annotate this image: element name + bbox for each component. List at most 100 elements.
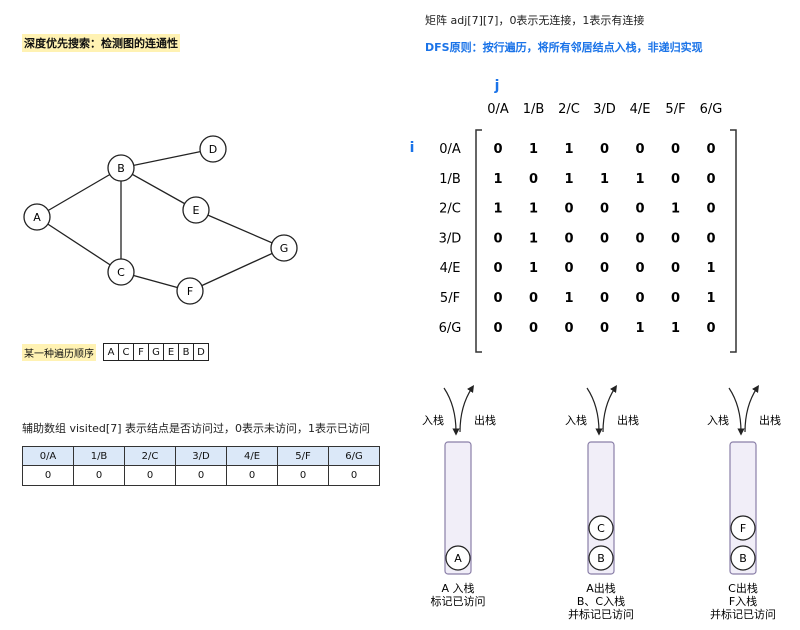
order-cell: F	[133, 343, 149, 361]
matrix-cell: 0	[493, 291, 502, 306]
pop-arrow	[459, 385, 474, 433]
visited-header-cell: 0/A	[22, 446, 74, 466]
stack-item: B	[588, 545, 614, 571]
matrix-cell: 0	[493, 321, 502, 336]
visited-header-cell: 1/B	[73, 446, 125, 466]
graph-edge-a-b	[36, 167, 122, 218]
matrix-cell: 1	[564, 142, 573, 157]
matrix-row-label: 3/D	[439, 231, 462, 246]
matrix-cell: 0	[564, 202, 573, 217]
visited-value-cell: 0	[124, 465, 176, 486]
graph-node-e: E	[182, 196, 210, 224]
graph-node-b: B	[107, 154, 135, 182]
matrix-cell: 0	[600, 321, 609, 336]
graph-node-label: F	[187, 285, 193, 298]
matrix-cell: 1	[706, 261, 715, 276]
matrix-cell: 1	[493, 202, 502, 217]
dfs-rule: DFS原则：按行遍历，将所有邻居结点入栈，非递归实现	[425, 41, 703, 54]
matrix-cell: 0	[564, 231, 573, 246]
graph-node-f: F	[176, 277, 204, 305]
matrix-col-label: 5/F	[665, 102, 685, 117]
matrix-cell: 0	[635, 231, 644, 246]
graph-node-label: C	[117, 266, 125, 279]
matrix-row-label: 1/B	[439, 172, 461, 187]
graph-edge-f-g	[189, 247, 285, 292]
graph-node-label: E	[193, 204, 200, 217]
pop-arrow	[744, 385, 759, 433]
stack-item: B	[730, 545, 756, 571]
matrix-row-label: 2/C	[439, 202, 461, 217]
pop-label: 出栈	[759, 413, 781, 427]
graph-node-c: C	[107, 258, 135, 286]
matrix-cell: 0	[529, 291, 538, 306]
matrix-cell: 0	[671, 172, 680, 187]
traversal-order-label: 某一种遍历顺序	[22, 343, 96, 361]
matrix-cell: 0	[600, 231, 609, 246]
matrix-cell: 0	[529, 321, 538, 336]
matrix-row-label: 6/G	[439, 321, 462, 336]
stack-illustrations: 入栈出栈AA 入栈标记已访问入栈出栈BCA出栈B、C入栈并标记已访问入栈出栈BF…	[422, 385, 781, 621]
push-arrow	[586, 387, 603, 436]
order-cell: A	[103, 343, 119, 361]
stack-item: C	[588, 515, 614, 541]
matrix-cell: 1	[635, 172, 644, 187]
stack-item-label: B	[739, 552, 747, 565]
matrix-cell: 1	[493, 172, 502, 187]
pop-label: 出栈	[617, 413, 639, 427]
matrix-cell: 0	[493, 261, 502, 276]
graph-edge-b-e	[120, 167, 197, 211]
matrix-cell: 0	[671, 142, 680, 157]
push-arrow	[728, 387, 745, 436]
matrix-left-bracket	[475, 129, 482, 353]
visited-header-cell: 4/E	[226, 446, 278, 466]
visited-value-cell: 0	[328, 465, 380, 486]
visited-header-cell: 2/C	[124, 446, 176, 466]
push-label: 入栈	[565, 413, 587, 427]
matrix-cell: 0	[706, 142, 715, 157]
graph-edge-a-c	[36, 216, 122, 273]
graph-node-label: A	[33, 211, 41, 224]
matrix-cell: 0	[600, 142, 609, 157]
matrix-cell: 0	[635, 291, 644, 306]
stack-item-label: B	[597, 552, 605, 565]
matrix-cell: 1	[564, 172, 573, 187]
visited-value-cell: 0	[277, 465, 329, 486]
matrix-cell: 1	[564, 291, 573, 306]
matrix-row-label: 0/A	[439, 142, 461, 157]
stack-caption: A 入栈	[441, 581, 474, 595]
stack-container	[444, 441, 472, 575]
stack-caption: 并标记已访问	[568, 607, 634, 621]
matrix-cell: 0	[671, 291, 680, 306]
graph-node-a: A	[23, 203, 51, 231]
matrix-col-label: 3/D	[593, 102, 616, 117]
stack-item-label: F	[740, 522, 746, 535]
matrix-cell: 1	[671, 321, 680, 336]
matrix-cell: 1	[635, 321, 644, 336]
stack-item: A	[445, 545, 471, 571]
visited-value-cell: 0	[22, 465, 74, 486]
matrix-cell: 0	[706, 202, 715, 217]
matrix-col-label: 2/C	[558, 102, 580, 117]
push-label: 入栈	[422, 413, 444, 427]
matrix-row-axis-label: i	[410, 140, 415, 156]
matrix-col-label: 1/B	[523, 102, 545, 117]
stack-item-label: A	[454, 552, 462, 565]
push-arrow	[443, 387, 460, 436]
stack-item-label: C	[597, 522, 605, 535]
matrix-cell: 0	[529, 172, 538, 187]
graph-edge-b-d	[120, 148, 214, 169]
pop-arrow	[602, 385, 617, 433]
matrix-cell: 0	[635, 202, 644, 217]
matrix-cell: 1	[529, 142, 538, 157]
matrix-cell: 0	[564, 321, 573, 336]
stack-container	[729, 441, 757, 575]
matrix-row-label: 4/E	[440, 261, 461, 276]
matrix-row-label: 5/F	[440, 291, 460, 306]
stack-caption: C出栈	[728, 581, 758, 595]
order-cell: G	[148, 343, 164, 361]
matrix-cell: 1	[706, 291, 715, 306]
